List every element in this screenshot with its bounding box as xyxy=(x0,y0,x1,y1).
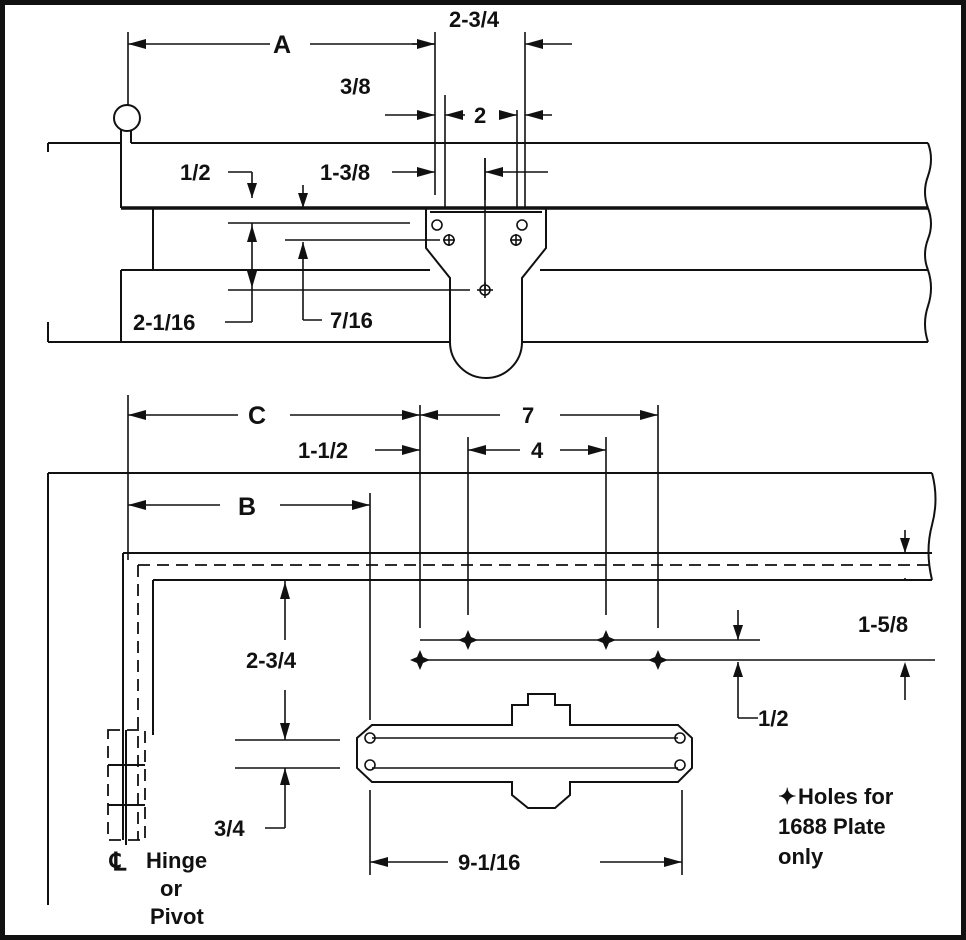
centerline-symbol: ℄ xyxy=(109,848,127,876)
dim-9-1-16: 9-1/16 xyxy=(458,850,520,875)
plate-holes xyxy=(431,219,528,298)
dim-7: 7 xyxy=(522,403,534,428)
dim-2-3-4-side: 2-3/4 xyxy=(246,648,297,673)
closer-body-outline xyxy=(356,693,693,809)
bottom-view xyxy=(47,395,937,905)
hinge-label-2: or xyxy=(160,876,182,901)
dim-1-2-bottom: 1/2 xyxy=(758,706,789,731)
hinge-knuckle xyxy=(113,104,141,132)
note-line-2: 1688 Plate xyxy=(778,814,886,839)
dim-B: B xyxy=(238,493,256,521)
note-line-3: only xyxy=(778,844,824,869)
top-view xyxy=(47,32,932,379)
dim-3-4: 3/4 xyxy=(214,816,245,841)
dim-4: 4 xyxy=(531,438,544,463)
hinge-symbol xyxy=(107,729,146,845)
dim-2-3-4-top: 2-3/4 xyxy=(449,7,500,32)
dim-2: 2 xyxy=(474,103,486,128)
hinge-label-3: Pivot xyxy=(150,904,204,929)
plate-1688-holes xyxy=(410,630,668,670)
note-star-icon: ✦ xyxy=(778,784,796,809)
mounting-plate-outline xyxy=(425,207,547,379)
dim-A: A xyxy=(273,31,291,59)
dim-3-8: 3/8 xyxy=(340,74,371,99)
dim-2-1-16: 2-1/16 xyxy=(133,310,195,335)
dim-1-2-top: 1/2 xyxy=(180,160,211,185)
closer-mount-holes xyxy=(364,732,686,771)
hinge-label-1: Hinge xyxy=(146,848,207,873)
dim-7-16: 7/16 xyxy=(330,308,373,333)
note-line-1: Holes for xyxy=(798,784,894,809)
dim-1-1-2: 1-1/2 xyxy=(298,438,348,463)
dim-1-3-8: 1-3/8 xyxy=(320,160,370,185)
dim-1-5-8: 1-5/8 xyxy=(858,612,908,637)
dim-C: C xyxy=(248,402,266,430)
